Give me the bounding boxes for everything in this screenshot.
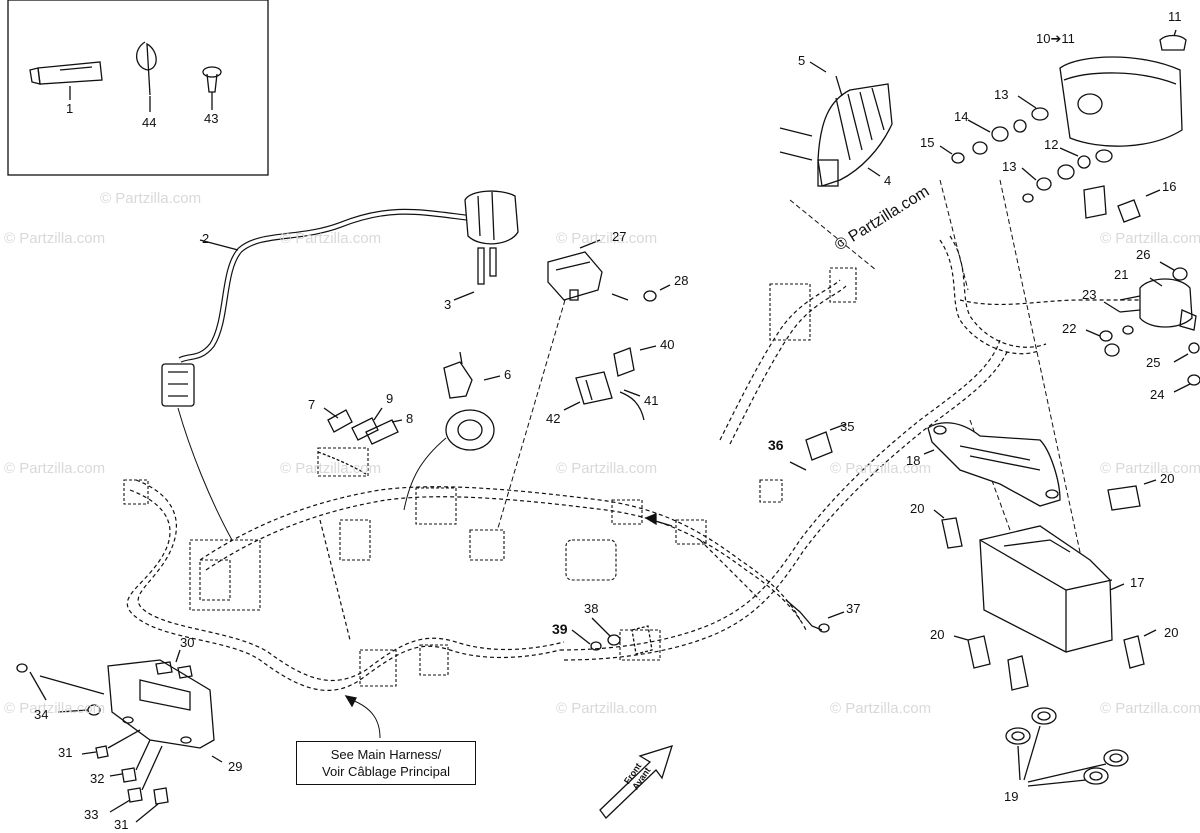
- callout-26: 26: [1136, 247, 1151, 262]
- callout-33: 33: [84, 807, 99, 822]
- callout-4: 4: [884, 173, 892, 188]
- callout-2: 2: [202, 231, 210, 246]
- callout-23: 23: [1082, 287, 1097, 302]
- main-harness: [126, 235, 1150, 691]
- callout-31b: 31: [114, 817, 129, 832]
- solenoid-part-21: [1119, 267, 1197, 331]
- battery-part-17: [979, 525, 1113, 653]
- cable-tie-part: [136, 41, 157, 96]
- callout-9: 9: [386, 391, 394, 406]
- handlebar-switch-part: [464, 190, 519, 285]
- callout-1: 1: [66, 101, 74, 116]
- callout-12: 12: [1044, 137, 1059, 152]
- callout-32: 32: [90, 771, 105, 786]
- relay-part-27: [547, 251, 603, 301]
- callout-34: 34: [34, 707, 49, 722]
- note-line-2: Voir Câblage Principal: [322, 764, 450, 779]
- callout-20b: 20: [1160, 471, 1175, 486]
- callout-10-11: 10➔11: [1036, 31, 1075, 46]
- callout-41: 41: [644, 393, 659, 408]
- callout-20a: 20: [910, 501, 925, 516]
- connector-part-42: [575, 371, 613, 405]
- note-line-1: See Main Harness/: [330, 747, 442, 762]
- callout-8: 8: [406, 411, 414, 426]
- callout-40: 40: [660, 337, 675, 352]
- harness-connector-2: [161, 363, 195, 407]
- connector-block-b: [339, 519, 371, 561]
- callout-20d: 20: [1164, 625, 1179, 640]
- callout-14: 14: [954, 109, 969, 124]
- grommet-set-19: [1005, 707, 1129, 785]
- callout-27: 27: [612, 229, 627, 244]
- callout-19: 19: [1004, 789, 1019, 804]
- callout-7: 7: [308, 397, 316, 412]
- callout-35: 35: [840, 419, 855, 434]
- callout-15: 15: [920, 135, 935, 150]
- connector-part-16: [1083, 185, 1107, 219]
- callout-36: 36: [768, 437, 784, 453]
- tail-light-part: [1059, 34, 1187, 147]
- callout-22: 22: [1062, 321, 1077, 336]
- front-arrow: [599, 745, 673, 819]
- connector-block-a: [189, 539, 261, 611]
- callout-13b: 13: [1002, 159, 1017, 174]
- callout-25: 25: [1146, 355, 1161, 370]
- fuse-set: [317, 409, 399, 475]
- callout-11: 11: [1168, 9, 1182, 24]
- washer-nut-set: [951, 107, 1113, 203]
- callout-43: 43: [204, 111, 219, 126]
- callout-6: 6: [504, 367, 512, 382]
- callout-30: 30: [180, 635, 195, 650]
- callout-44: 44: [142, 115, 157, 130]
- callout-37: 37: [846, 601, 861, 616]
- callout-24: 24: [1150, 387, 1165, 402]
- callout-42: 42: [546, 411, 561, 426]
- callout-21: 21: [1114, 267, 1129, 282]
- callout-28: 28: [674, 273, 689, 288]
- bracket-part-29: [107, 659, 215, 749]
- callout-16: 16: [1162, 179, 1177, 194]
- pad-set-20: [941, 485, 1145, 691]
- callout-38: 38: [584, 601, 599, 616]
- push-rivet-part: [202, 66, 222, 93]
- grease-tube-part: [29, 61, 103, 85]
- callout-5: 5: [798, 53, 806, 68]
- clip-part-35: [805, 431, 833, 461]
- handlebar-harness: [178, 208, 471, 363]
- accessory-box: [7, 0, 269, 176]
- callout-20c: 20: [930, 627, 945, 642]
- ignition-switch-part: [443, 351, 495, 451]
- callout-39: 39: [552, 621, 568, 637]
- callout-3: 3: [444, 297, 452, 312]
- module-part-4: [779, 75, 893, 187]
- callout-18: 18: [906, 453, 921, 468]
- callout-31a: 31: [58, 745, 73, 760]
- callout-29: 29: [228, 759, 243, 774]
- battery-bracket-18: [927, 422, 1061, 507]
- callout-13: 13: [994, 87, 1009, 102]
- main-harness-note: See Main Harness/ Voir Câblage Principal: [296, 741, 476, 785]
- callout-17: 17: [1130, 575, 1145, 590]
